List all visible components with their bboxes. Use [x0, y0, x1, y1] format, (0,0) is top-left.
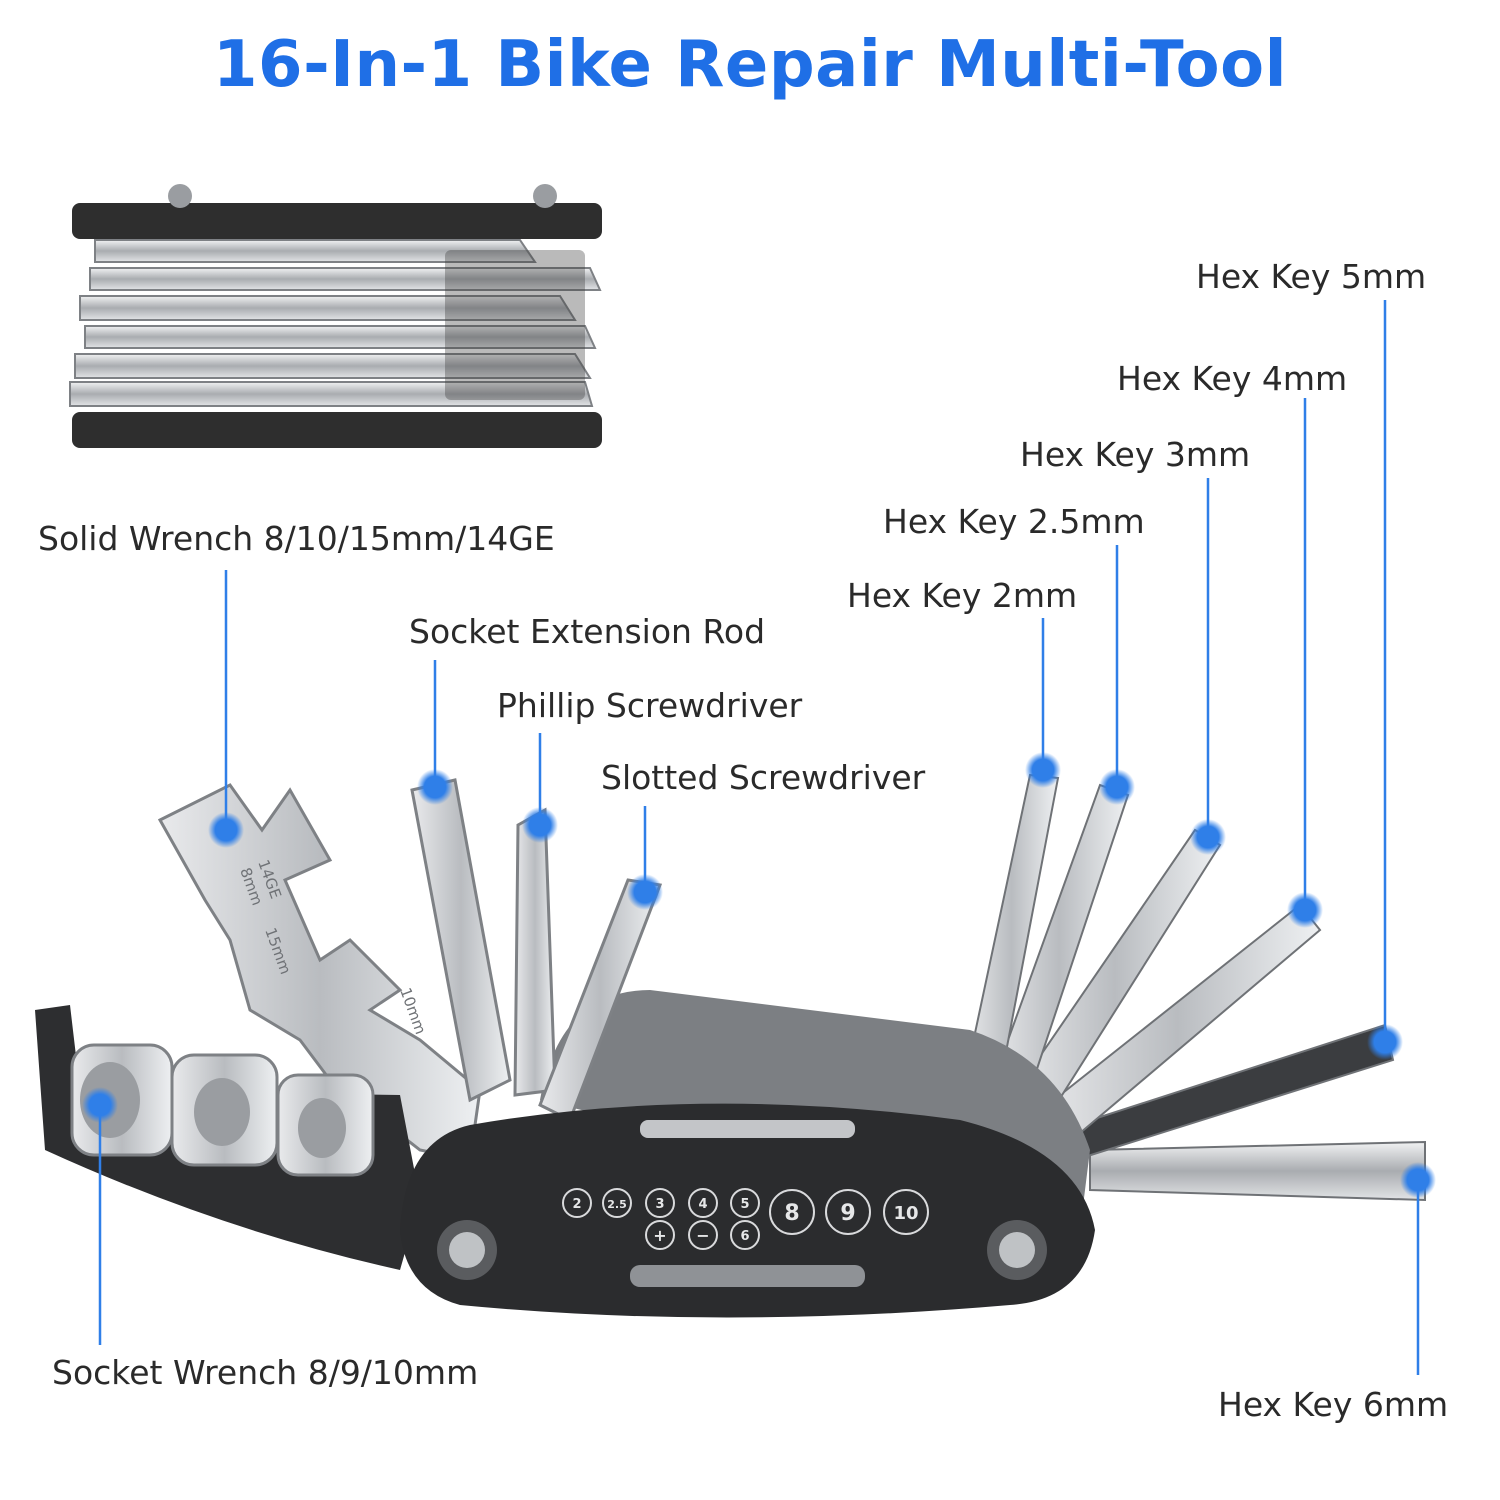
marking-4: 4 — [698, 1197, 707, 1212]
label-hex-key-6mm: Hex Key 6mm — [1218, 1385, 1449, 1424]
label-phillip-screwdriver: Phillip Screwdriver — [497, 686, 803, 725]
dot-phillip — [522, 807, 558, 843]
dot-hex-5 — [1367, 1024, 1403, 1060]
label-socket-wrench: Socket Wrench 8/9/10mm — [52, 1353, 479, 1392]
folded-tool-image — [69, 184, 602, 448]
dot-hex-2 — [1025, 752, 1061, 788]
label-hex-key-3mm: Hex Key 3mm — [1020, 435, 1251, 474]
dot-solid-wrench — [208, 812, 244, 848]
label-hex-key-4mm: Hex Key 4mm — [1117, 359, 1348, 398]
label-slotted-screwdriver: Slotted Screwdriver — [601, 758, 926, 797]
marking-6: 6 — [740, 1229, 749, 1244]
marking-2: 2 — [572, 1197, 581, 1212]
marking-8: 8 — [784, 1201, 799, 1226]
page-title: 16-In-1 Bike Repair Multi-Tool — [213, 28, 1287, 102]
marking-minus: − — [696, 1226, 709, 1245]
unfolded-tool-image — [35, 773, 1426, 1318]
marking-9: 9 — [840, 1201, 855, 1226]
label-hex-key-2-5mm: Hex Key 2.5mm — [883, 502, 1145, 541]
marking-10: 10 — [893, 1203, 918, 1224]
dot-hex-4 — [1287, 892, 1323, 928]
label-hex-key-5mm: Hex Key 5mm — [1196, 257, 1427, 296]
dot-hex-3 — [1190, 819, 1226, 855]
dot-hex-6 — [1400, 1162, 1436, 1198]
callout-dots — [82, 752, 1436, 1198]
dot-hex-25 — [1099, 769, 1135, 805]
marking-3: 3 — [655, 1197, 664, 1212]
label-socket-extension-rod: Socket Extension Rod — [409, 612, 766, 651]
dot-extension-rod — [417, 769, 453, 805]
marking-2-5: 2.5 — [607, 1198, 627, 1211]
marking-plus: + — [653, 1226, 666, 1245]
dot-socket-wrench — [82, 1087, 118, 1123]
marking-5: 5 — [740, 1197, 749, 1212]
label-solid-wrench: Solid Wrench 8/10/15mm/14GE — [38, 519, 555, 558]
label-hex-key-2mm: Hex Key 2mm — [847, 576, 1078, 615]
dot-slotted — [627, 874, 663, 910]
